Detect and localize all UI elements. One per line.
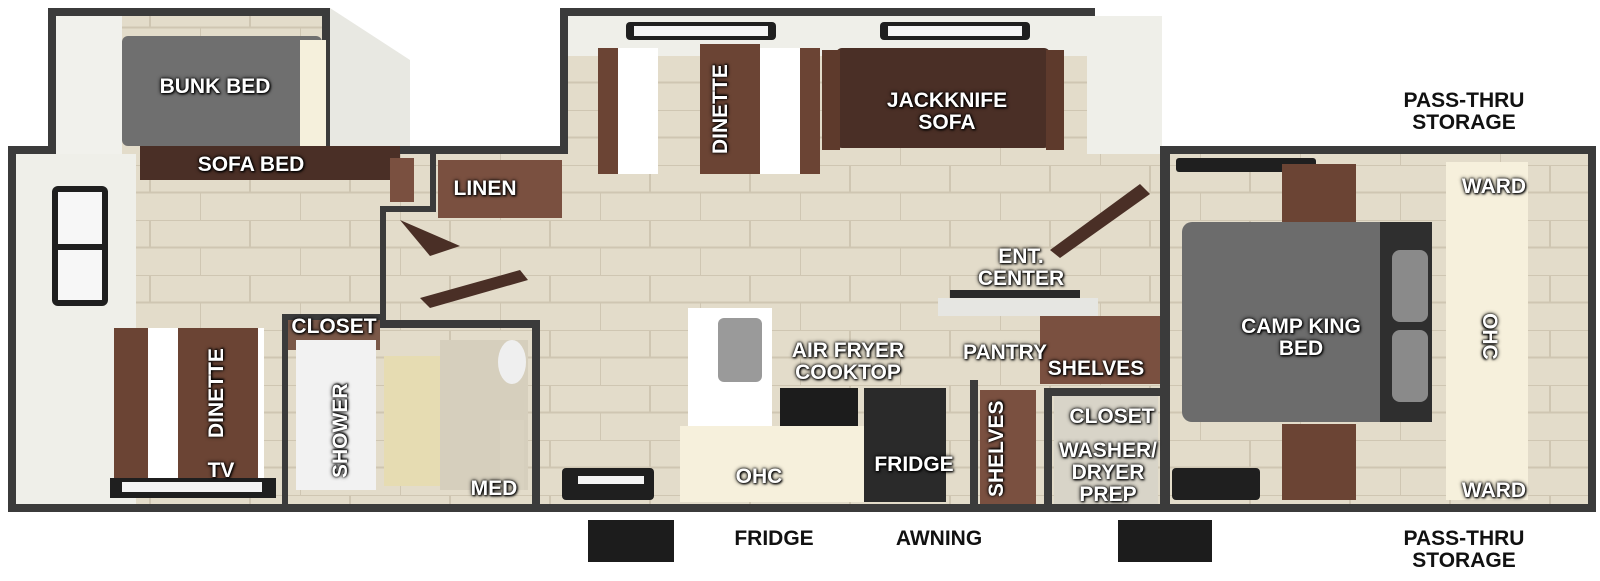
med-cabinet xyxy=(500,420,524,490)
front-window-pane-1 xyxy=(58,192,102,244)
label-fridge-inside: FRIDGE xyxy=(874,453,954,476)
label-dinette-top: DINETTE xyxy=(709,64,732,154)
label-closet-left: CLOSET xyxy=(291,315,377,338)
linen-shape xyxy=(438,160,562,218)
label-shelves-right: SHELVES xyxy=(1047,357,1145,380)
label-dinette-left: DINETTE xyxy=(205,348,228,438)
tv-screen xyxy=(122,482,262,492)
ohc-bedroom-shape xyxy=(1446,162,1528,500)
label-shower: SHOWER xyxy=(329,383,352,479)
label-pass-thru-bottom: PASS-THRU STORAGE xyxy=(1403,527,1525,572)
label-linen: LINEN xyxy=(453,177,517,200)
bedroom-wall xyxy=(1160,146,1170,512)
label-med: MED xyxy=(470,477,518,500)
fridge-inside-shape xyxy=(864,388,946,502)
bedroom-window xyxy=(1176,158,1316,172)
label-awning: AWNING xyxy=(895,527,983,550)
label-ohc-bedroom: OHC xyxy=(1478,312,1501,360)
shower-curtain xyxy=(384,356,440,486)
top-dinette-back-right xyxy=(800,48,820,174)
label-air-fryer-cooktop: AIR FRYER COOKTOP xyxy=(791,339,905,384)
label-closet-right: CLOSET xyxy=(1069,405,1155,428)
nightstand-top xyxy=(1282,164,1356,224)
bunk-room-shadow xyxy=(330,8,410,146)
label-sofa-bed: SOFA BED xyxy=(197,153,305,176)
ohc-kitchen-shape xyxy=(680,426,864,502)
front-window-pane-2 xyxy=(58,250,102,300)
shelves-right-shape xyxy=(1040,316,1160,384)
ent-center-shape xyxy=(950,290,1080,298)
label-ward-bottom: WARD xyxy=(1461,479,1527,502)
top-window-2-pane xyxy=(888,26,1022,36)
bedroom-window-2 xyxy=(1172,468,1260,500)
sofa-bed-shape xyxy=(140,146,400,180)
pillow-1 xyxy=(1392,250,1428,322)
bunk-bed-edge xyxy=(300,40,326,146)
jackknife-sofa-arm-left xyxy=(822,50,840,150)
label-fridge-exterior: FRIDGE xyxy=(734,527,814,550)
exterior-storage-door xyxy=(1118,520,1212,562)
bunk-bed-shape xyxy=(122,36,322,146)
toilet xyxy=(498,340,526,384)
top-wall-right xyxy=(1087,16,1162,154)
pillow-2 xyxy=(1392,330,1428,402)
closet-wall-left xyxy=(1044,388,1052,512)
label-shelves-vertical: SHELVES xyxy=(985,400,1008,498)
label-camp-king-bed: CAMP KING BED xyxy=(1241,315,1361,360)
jackknife-sofa-shape xyxy=(836,48,1050,148)
label-pass-thru-top: PASS-THRU STORAGE xyxy=(1403,89,1525,134)
top-dinette-back-left xyxy=(598,48,618,174)
shelves-vertical-shape xyxy=(980,390,1036,504)
label-washer-dryer: WASHER/ DRYER PREP xyxy=(1058,439,1157,506)
ent-center-door xyxy=(1050,184,1150,258)
ent-center-shelf xyxy=(938,298,1098,316)
hall-door-2 xyxy=(420,270,528,308)
label-ohc-kitchen: OHC xyxy=(735,465,783,488)
jackknife-sofa-arm-right xyxy=(1046,50,1064,150)
kitchen-window-pane xyxy=(578,476,644,484)
hall-door-1 xyxy=(400,220,460,256)
exterior-fridge-vent xyxy=(588,520,674,562)
pantry-divider xyxy=(970,380,978,504)
sofa-bed-arm xyxy=(390,158,414,202)
closet-wall xyxy=(1044,388,1162,396)
cooktop-shape xyxy=(780,388,858,426)
washer-dryer-shape xyxy=(1054,396,1158,504)
label-ward-top: WARD xyxy=(1461,175,1527,198)
label-pantry: PANTRY xyxy=(963,341,1047,364)
camp-king-bed-shape xyxy=(1182,222,1432,422)
top-dinette-table xyxy=(700,44,760,174)
bunk-room-wall xyxy=(56,16,122,154)
label-tv: TV xyxy=(207,459,235,482)
label-bunk-bed: BUNK BED xyxy=(159,75,271,98)
label-ent-center: ENT. CENTER xyxy=(977,245,1065,290)
top-window-1-pane xyxy=(634,26,768,36)
label-jackknife-sofa: JACKKNIFE SOFA xyxy=(886,89,1008,134)
shower-shape xyxy=(296,340,376,490)
left-dinette-seat-1 xyxy=(114,328,148,478)
nightstand-bottom xyxy=(1282,424,1356,500)
sink xyxy=(718,318,762,382)
left-dinette-table xyxy=(178,328,258,478)
